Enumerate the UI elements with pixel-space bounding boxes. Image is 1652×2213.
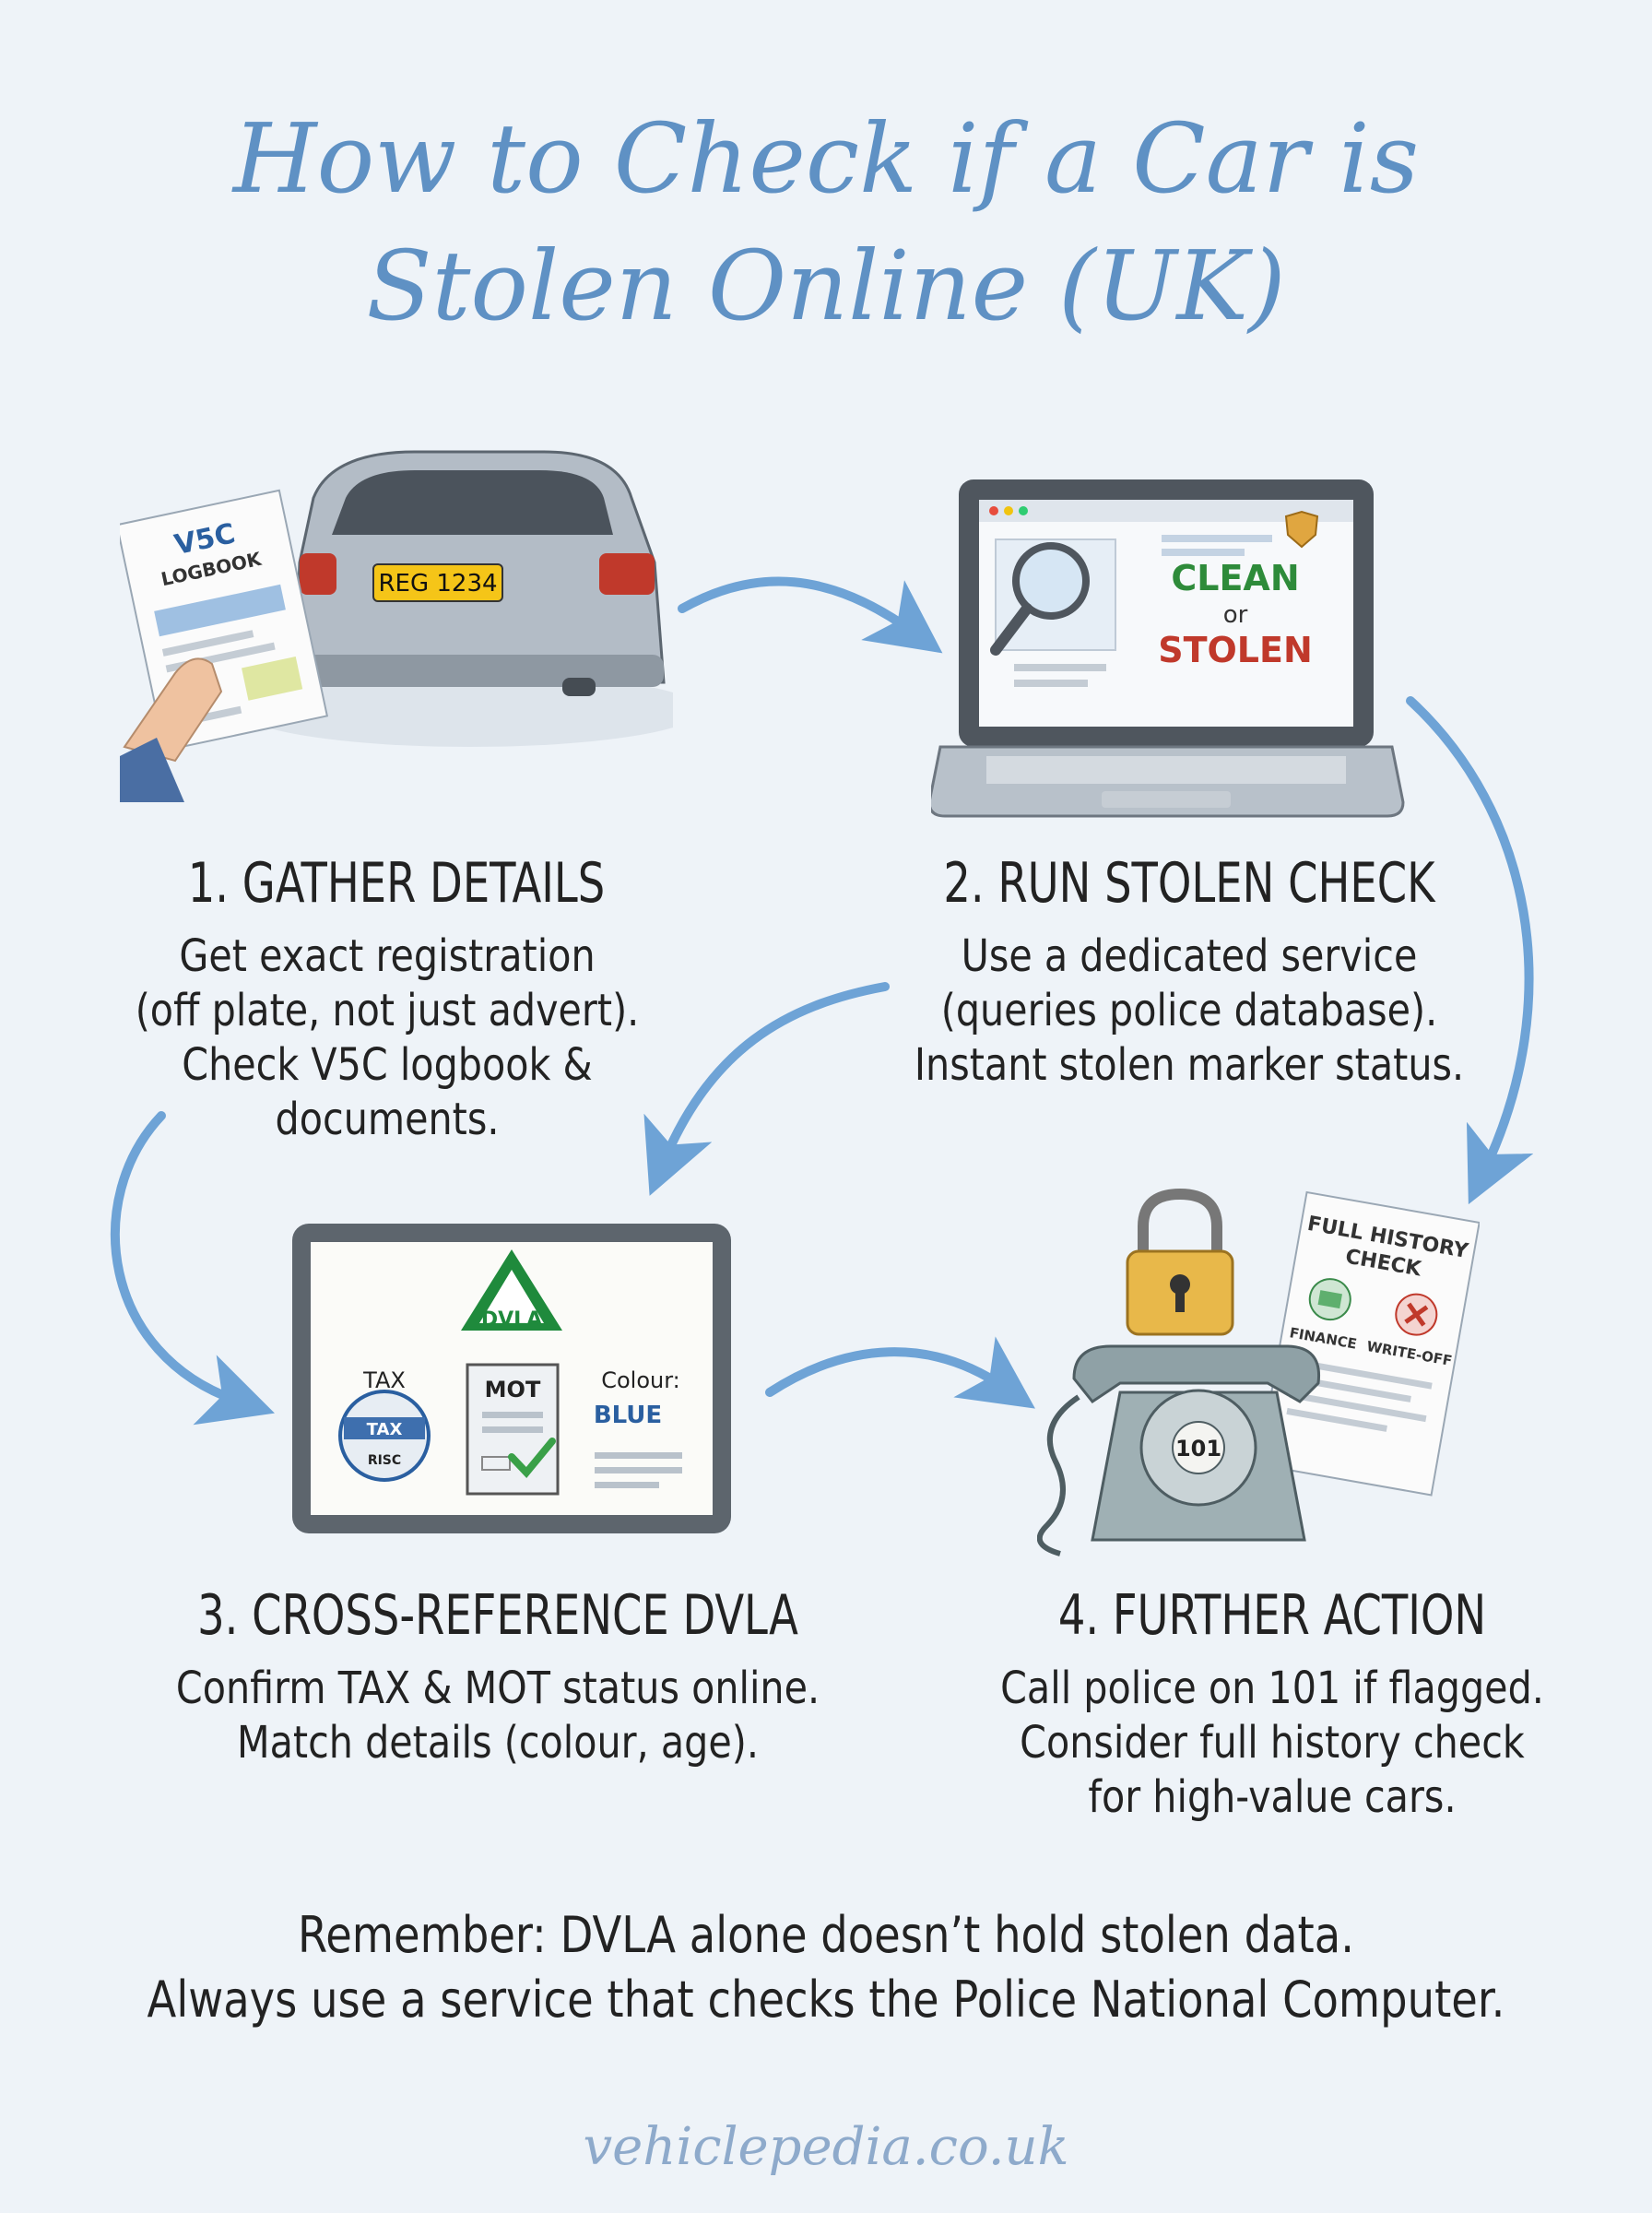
or-label: or: [1223, 601, 1248, 629]
step-4-title: 4. FURTHER ACTION: [1057, 1583, 1487, 1648]
hand-icon: [123, 657, 223, 763]
plate-text: REG 1234: [378, 570, 497, 598]
mot-certificate-icon: MOT: [466, 1363, 560, 1496]
step-3-desc-line: Confirm TAX & MOT status online.: [175, 1663, 820, 1714]
step-2-desc-line: (queries police database).: [940, 985, 1438, 1036]
step-2-description: Use a dedicated service (queries police …: [880, 929, 1499, 1093]
police-badge-icon: [1284, 510, 1319, 549]
step-1-desc-line: Check V5C logbook &: [182, 1039, 593, 1091]
dial-label: 101: [1175, 1436, 1221, 1462]
stolen-label: STOLEN: [1158, 630, 1313, 670]
risc-label: RISC: [368, 1453, 401, 1468]
step-1-desc-line: (off plate, not just advert).: [135, 985, 640, 1036]
tax-disc-icon: TAX RISC: [338, 1390, 431, 1482]
reminder-note: Remember: DVLA alone doesn’t hold stolen…: [115, 1903, 1536, 2032]
step-3-desc-line: Match details (colour, age).: [236, 1717, 760, 1769]
mot-label: MOT: [485, 1377, 541, 1402]
reminder-line: Always use a service that checks the Pol…: [147, 1970, 1505, 2029]
step-2-desc-line: Use a dedicated service: [961, 930, 1418, 982]
tax-disc-label: TAX: [367, 1420, 403, 1439]
step-1-description: Get exact registration (off plate, not j…: [101, 929, 672, 1147]
step-1-desc-line: Get exact registration: [179, 930, 596, 982]
step2-illustration: CLEAN or STOLEN: [931, 479, 1405, 818]
checkmark-icon: [508, 1438, 556, 1479]
colour-label: Colour:: [601, 1367, 680, 1393]
dvla-logo: DVLA: [461, 1249, 562, 1331]
step3-illustration: DVLA TAX TAX RISC MOT Colour: BLUE: [292, 1224, 731, 1533]
page-title-line-1: How to Check if a Car is: [232, 102, 1420, 215]
footer-site-name: vehiclepedia.co.uk: [583, 2117, 1069, 2177]
page-title-line-2: Stolen Online (UK): [366, 230, 1286, 342]
arrow-step3-to-step4: [765, 1336, 1035, 1409]
clean-label: CLEAN: [1171, 558, 1299, 598]
logbook-document-icon: V5C LOGBOOK: [120, 489, 329, 751]
step1-illustration: REG 1234 V5C LOGBOOK: [120, 450, 673, 802]
step-2-desc-line: Instant stolen marker status.: [914, 1039, 1465, 1091]
step-4-desc-line: Call police on 101 if flagged.: [1000, 1663, 1544, 1714]
dvla-label: DVLA: [481, 1308, 542, 1331]
step-3-title: 3. CROSS-REFERENCE DVLA: [197, 1583, 798, 1648]
arrow-step2-to-step4: [1406, 696, 1534, 1205]
arrow-step1-to-step3: [111, 1111, 275, 1426]
step-3-description: Confirm TAX & MOT status online. Match d…: [149, 1662, 847, 1770]
arrow-step2-to-step3: [643, 982, 890, 1196]
plate-icon: REG 1234: [372, 563, 503, 602]
reminder-line: Remember: DVLA alone doesn’t hold stolen…: [298, 1906, 1354, 1964]
colour-value: BLUE: [594, 1402, 662, 1429]
step-4-description: Call police on 101 if flagged. Consider …: [979, 1662, 1565, 1825]
padlock-icon: [1126, 1188, 1234, 1336]
history-check-document-icon: FULL HISTORY CHECK FINANCE WRITE-OFF: [1257, 1190, 1480, 1497]
step-4-desc-line: Consider full history check: [1020, 1717, 1525, 1769]
step-1-title: 1. GATHER DETAILS: [187, 851, 606, 916]
arrow-step1-to-step2: [678, 576, 943, 654]
step-2-title: 2. RUN STOLEN CHECK: [943, 851, 1435, 916]
telephone-icon: 101: [1037, 1344, 1321, 1556]
magnifier-icon: [990, 538, 1116, 656]
step-1-desc-line: documents.: [275, 1094, 500, 1145]
step4-illustration: FULL HISTORY CHECK FINANCE WRITE-OFF 101: [1037, 1188, 1480, 1556]
step-4-desc-line: for high-value cars.: [1088, 1771, 1457, 1823]
tax-label: TAX: [362, 1367, 406, 1393]
